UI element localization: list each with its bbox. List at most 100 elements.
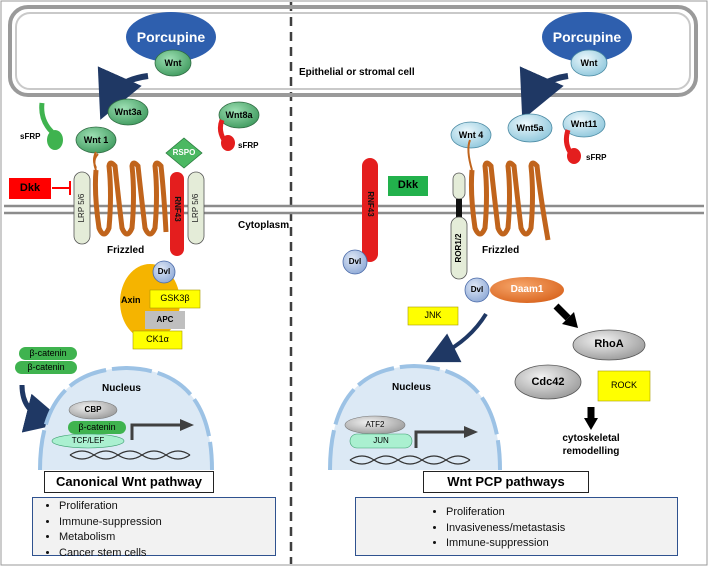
dvl-left-label: Dvl [157, 267, 171, 276]
wnt-in-porcupine-left-label: Wnt [164, 58, 182, 68]
dvl-right [464, 277, 490, 303]
sfrp-left-label: sFRP [20, 132, 41, 141]
pcp-outcome: Immune-suppression [446, 536, 677, 552]
cbp [68, 400, 118, 420]
transcription-arrow-left [130, 423, 180, 440]
sfrp-pcp-label: sFRP [586, 153, 607, 162]
atf2-label: ATF2 [365, 420, 385, 429]
pcp-outcome: Proliferation [446, 505, 677, 521]
dna-left-strand-b [69, 450, 191, 460]
canonical-outcomes-list: Proliferation Immune-suppression Metabol… [33, 499, 275, 561]
rock-label: ROCK [610, 380, 637, 390]
cell-membrane-outer [8, 5, 698, 97]
wnt1-label: Wnt 1 [83, 135, 109, 145]
jnk-label: JNK [424, 310, 442, 320]
sfrp-left-stalk [39, 102, 54, 134]
pcp-pathway-title: Wnt PCP pathways [423, 471, 589, 493]
dvl-rnf43-label: Dvl [348, 257, 362, 266]
beta-catenin-1 [19, 347, 77, 360]
apc [145, 311, 185, 329]
porcupine-right [542, 12, 632, 62]
dkk-left [9, 178, 51, 199]
frizzled-right-label: Frizzled [482, 245, 520, 256]
wnt3a [107, 98, 149, 126]
transcription-arrow-right-head [464, 426, 478, 438]
beta-catenin-2-label: β-catenin [27, 362, 65, 372]
tcf-lef-label: TCF/LEF [71, 436, 105, 445]
lrp-right [187, 171, 205, 245]
ror-label: ROR1/2 [454, 233, 463, 263]
transcription-arrow-left-head [180, 419, 194, 431]
cdc42-label: Cdc42 [531, 376, 565, 388]
frizzled-left-label: Frizzled [107, 245, 145, 256]
wnt8a [218, 101, 260, 129]
beta-catenin-nuclear [68, 421, 126, 434]
jun [349, 433, 413, 449]
frizzled-right [468, 160, 551, 241]
dna-right-strand-a [349, 455, 471, 465]
canonical-outcome: Cancer stem cells [59, 546, 275, 562]
nucleus-left-label: Nucleus [102, 383, 141, 394]
wnt11-label: Wnt11 [570, 119, 598, 129]
wnt-in-porcupine-right-label: Wnt [580, 58, 598, 68]
dvl-rnf43 [342, 249, 368, 275]
wnt-in-porcupine-right [570, 49, 608, 77]
ck1a [132, 330, 183, 350]
gsk3b [149, 289, 201, 309]
jun-label: JUN [373, 436, 389, 445]
sfrp-pcp-stalk [563, 129, 573, 154]
dkk-right-label: Dkk [397, 179, 419, 191]
pcp-outcomes-list: Proliferation Invasiveness/metastasis Im… [420, 505, 677, 552]
rock [597, 370, 651, 402]
canonical-pathway-title: Canonical Wnt pathway [44, 471, 214, 493]
ror-extracellular [452, 172, 466, 200]
gsk3b-label: GSK3β [160, 293, 190, 303]
daam1 [490, 277, 564, 303]
canonical-outcome: Proliferation [59, 499, 275, 515]
sfrp-left-head [47, 130, 63, 150]
transcription-arrow-right [414, 430, 464, 448]
cdc42 [514, 364, 582, 400]
secretion-arrow-right [519, 66, 569, 120]
frizzled-left-n-term [93, 153, 99, 171]
ck1a-label: CK1α [146, 334, 169, 344]
pcp-outcomes-box: Proliferation Invasiveness/metastasis Im… [355, 497, 678, 556]
dkk-left-label: Dkk [19, 182, 41, 194]
sfrp-right-label: sFRP [238, 141, 259, 150]
daam1-label: Daam1 [510, 284, 544, 295]
rspo-label: RSPO [172, 148, 196, 157]
cell-label: Epithelial or stromal cell [299, 67, 415, 78]
rhoa [572, 329, 646, 361]
apc-label: APC [156, 315, 174, 324]
wnt4 [450, 121, 492, 149]
nucleus-right-label: Nucleus [392, 382, 431, 393]
canonical-outcome: Immune-suppression [59, 515, 275, 531]
rnf43-right-label: RNF43 [366, 191, 375, 217]
canonical-outcome: Metabolism [59, 530, 275, 546]
beta-catenin-2 [15, 361, 77, 374]
cytoskeletal-arrow-head [584, 418, 598, 430]
wnt5a [507, 113, 553, 143]
wnt3a-label: Wnt3a [114, 107, 142, 117]
daam1-to-rhoa-arrow [553, 303, 571, 321]
wnt11 [562, 110, 606, 138]
beta-catenin-1-label: β-catenin [29, 348, 67, 358]
dna-left-strand-a [69, 450, 191, 460]
ror-transmembrane [456, 199, 462, 217]
rspo [165, 137, 203, 169]
axin-label: Axin [121, 295, 141, 305]
rnf43-left [170, 172, 184, 256]
lrp-right-label: LRP 5/6 [191, 193, 200, 223]
ror-intracellular [450, 216, 468, 280]
secretion-arrow-left [97, 66, 149, 120]
frizzled-left [92, 160, 169, 237]
rnf43-left-label: RNF43 [173, 196, 182, 222]
wnt-in-porcupine-left [154, 49, 192, 77]
beta-catenin-nuclear-label: β-catenin [78, 422, 116, 432]
cbp-label: CBP [84, 405, 102, 414]
jnk-to-nucleus-arrow [425, 312, 488, 363]
porcupine-left [126, 12, 216, 62]
